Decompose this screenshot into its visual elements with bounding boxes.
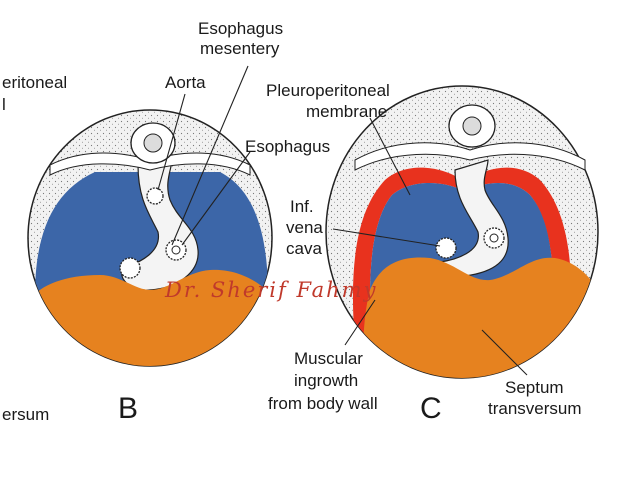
label-esophagus: Esophagus <box>245 137 330 156</box>
leader-muscular <box>344 299 376 346</box>
panel-b-ivc <box>119 257 141 279</box>
panel-b-spinal-cord <box>143 133 163 153</box>
label-pleuroperitoneal-2: membrane <box>306 102 387 121</box>
leader-pleuroperitoneal <box>369 117 411 196</box>
label-ivc-3: cava <box>286 239 322 258</box>
label-pleuroperitoneal-1: Pleuroperitoneal <box>266 81 390 100</box>
panel-c-cross-section <box>325 85 599 379</box>
leader-esophagus-mesentery <box>171 65 249 246</box>
panel-c-esophagus-lumen <box>489 233 499 243</box>
label-partial-left-bottom: l <box>2 95 6 114</box>
panel-c-ivc <box>435 237 457 259</box>
leader-aorta <box>157 93 186 191</box>
panel-c-dorsal-wall <box>354 142 586 171</box>
leader-septum <box>481 329 528 376</box>
label-septum-2: transversum <box>488 399 582 418</box>
label-muscular-3: from body wall <box>268 394 378 413</box>
panel-b-esophagus-lumen <box>171 245 181 255</box>
label-ivc-2: vena <box>286 218 323 237</box>
watermark-text: Dr. Sherif Fahmy <box>164 278 377 302</box>
label-ivc-1: Inf. <box>290 197 314 216</box>
panel-c-pleuroperitoneal-membrane-right <box>468 167 572 345</box>
panel-c-pleuroperitoneal-membrane <box>352 167 462 345</box>
label-partial-left-versum: ersum <box>2 405 49 424</box>
leader-ivc <box>332 228 441 247</box>
leader-esophagus <box>181 151 251 246</box>
panel-b-blue-region <box>35 172 268 295</box>
label-esophagus-mesentery-2: mesentery <box>200 39 280 58</box>
label-muscular-2: ingrowth <box>294 371 358 390</box>
label-aorta: Aorta <box>165 73 206 92</box>
leader-lines <box>157 65 528 376</box>
labels: eritoneal l ersum Esophagus mesentery Ao… <box>2 19 582 425</box>
label-partial-left-top: eritoneal <box>2 73 67 92</box>
panel-label-c: C <box>420 392 442 425</box>
label-muscular-1: Muscular <box>294 349 363 368</box>
panel-b-aorta <box>146 187 164 205</box>
panel-label-b: B <box>118 392 138 425</box>
panel-b-cross-section <box>27 109 273 367</box>
panel-c-spinal-cord <box>462 116 482 136</box>
panel-b-dorsal-wall <box>49 152 251 176</box>
label-esophagus-mesentery-1: Esophagus <box>198 19 283 38</box>
label-septum-1: Septum <box>505 378 564 397</box>
